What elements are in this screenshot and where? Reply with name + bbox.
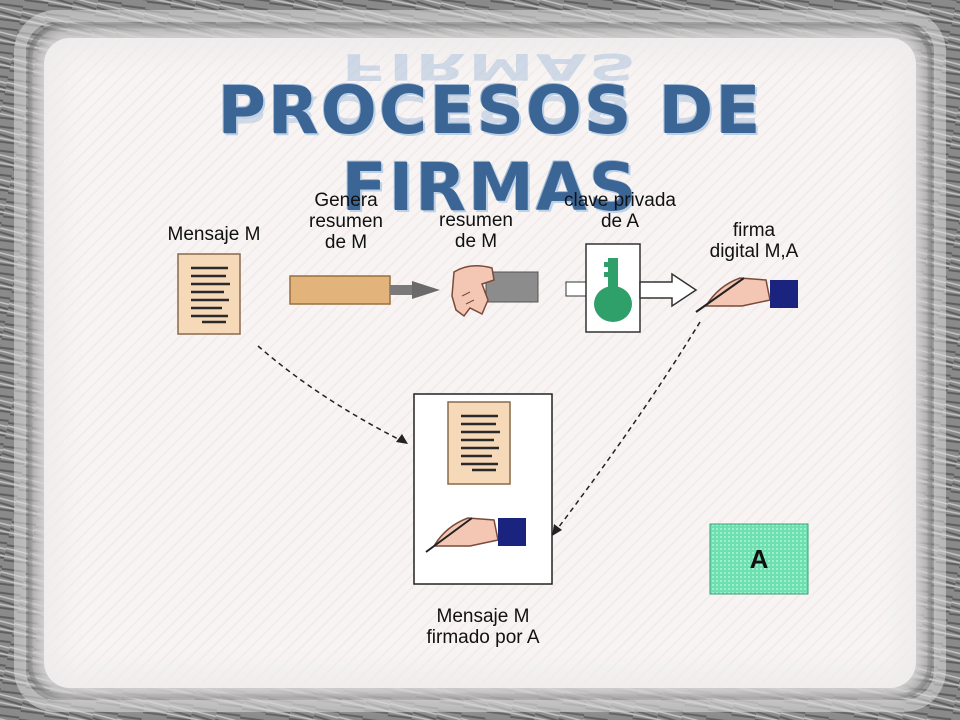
label-clave-line1: clave privada — [564, 190, 676, 211]
digital-signature-hand-icon — [695, 277, 798, 313]
message-document-icon — [177, 253, 241, 335]
label-firma-digital: firma digital M,A — [692, 220, 816, 262]
label-genera-line2: resumen — [309, 211, 383, 232]
generate-summary-arrow — [289, 275, 440, 305]
label-resumen-line1: resumen — [439, 210, 513, 231]
signed-message-box — [413, 393, 553, 585]
label-mensaje: Mensaje M — [150, 224, 278, 245]
signature-to-signed-connector — [551, 321, 701, 537]
private-key-icon — [565, 243, 641, 333]
label-resumen: resumen de M — [424, 210, 528, 252]
slide-title: PROCESOS DE FIRMAS — [217, 72, 763, 226]
label-firmado-line2: firmado por A — [426, 627, 540, 648]
label-mensaje-text: Mensaje M — [167, 224, 261, 245]
label-mensaje-firmado: Mensaje M firmado por A — [398, 606, 568, 648]
signer-a-label: A — [749, 544, 769, 574]
label-genera-resumen: Genera resumen de M — [290, 190, 402, 253]
summary-hand-icon — [451, 265, 539, 318]
label-resumen-line2: de M — [454, 231, 498, 252]
label-firmado-line1: Mensaje M — [436, 606, 530, 627]
label-firma-line1: firma — [732, 220, 776, 241]
label-firma-line2: digital M,A — [709, 241, 799, 262]
sign-arrow — [639, 272, 698, 308]
label-genera-line3: de M — [324, 232, 368, 253]
signer-a-box — [709, 523, 809, 595]
label-genera-line1: Genera — [314, 190, 378, 211]
label-clave-line2: de A — [600, 211, 640, 232]
label-clave-privada: clave privada de A — [540, 190, 700, 232]
message-to-signed-connector — [257, 345, 409, 445]
